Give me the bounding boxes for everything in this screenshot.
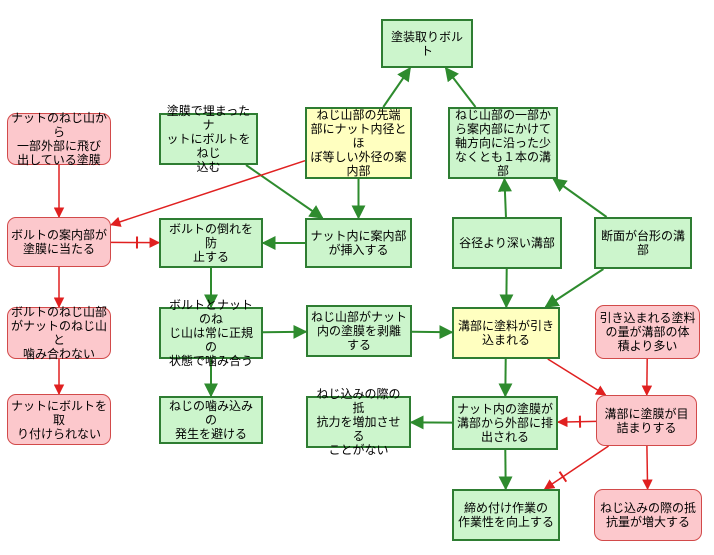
node-peel-paint: ねじ山部がナット 内の塗膜を剥離 する — [306, 305, 412, 357]
edge-paint_into_groove-to-groove_clogged — [547, 358, 607, 396]
node-tip-diameter: ねじ山部の先端 部にナット内径とほ ぼ等しい外径の案 内部 — [305, 107, 412, 179]
node-resistance-increase: ねじ込みの際の抵 抗量が増大する — [594, 489, 702, 541]
node-trapezoid-groove: 断面が台形の溝 部 — [594, 217, 692, 269]
edge-trapezoid_groove-to-axial_groove — [552, 178, 608, 218]
node-guide-inserted: ナット内に案内部 が挿入する — [305, 218, 412, 268]
edge-paint_filled_nut-to-guide_inserted — [245, 164, 324, 219]
node-deeper-groove: 谷径より深い溝部 — [452, 217, 562, 269]
edge-groove_clogged-to-resistance_increase — [642, 445, 653, 491]
node-paint-into-groove: 溝部に塗料が引き 込まれる — [452, 307, 560, 359]
edge-groove_clogged-to-paint_discharged — [556, 416, 597, 428]
edge-tip_diameter-to-paint_removal_bolt — [382, 66, 411, 108]
node-avoid-bite: ねじの噛み込みの 発生を避ける — [159, 396, 263, 444]
edge-groove_clogged-to-improve_workability — [543, 445, 610, 490]
node-no-resistance: ねじ込みの際の抵 抗力を増加させる ことがない — [306, 387, 411, 457]
node-nut-protruding-paint: ナットのねじ山から 一部外部に飛び 出している塗膜 — [7, 111, 111, 167]
node-paint-volume-large: 引き込まれる塗料 の量が溝部の体 積より多い — [595, 305, 700, 359]
edge-axial_groove-to-paint_removal_bolt — [444, 66, 477, 108]
node-prevent-tilt: ボルトの倒れを防 止する — [159, 218, 263, 268]
node-paint-discharged: ナット内の塗膜が 溝部から外部に排 出される — [452, 396, 558, 450]
edge-layer — [53, 66, 653, 491]
edge-peel_paint-to-paint_into_groove — [411, 325, 454, 340]
node-paint-filled-nut: 塗膜で埋まったナ ットにボルトをねじ 込む — [159, 104, 258, 174]
node-paint-removal-bolt: 塗装取りボルト — [381, 19, 473, 68]
node-cannot-attach: ナットにボルトを取 り付けられない — [7, 394, 111, 445]
node-threads-misalign: ボルトのねじ山部 がナットのねじ山と 噛み合わない — [7, 305, 111, 361]
node-axial-groove: ねじ山部の一部か ら案内部にかけて 軸方向に沿った少 なくとも１本の溝部 — [448, 107, 558, 179]
edge-deeper_groove-to-axial_groove — [497, 177, 512, 218]
node-guide-hits-paint: ボルトの案内部が 塗膜に当たる — [7, 217, 111, 267]
edge-normal_engagement-to-peel_paint — [262, 324, 308, 339]
inhibit-mark-groove_clogged-to-improve_workability — [558, 471, 568, 483]
node-normal-engagement: ボルトとナットのね じ山は常に正規の 状態で噛み合う — [159, 298, 263, 368]
node-improve-workability: 締め付け作業の 作業性を向上する — [452, 489, 560, 541]
edge-tip_diameter-to-guide_hits_paint — [110, 159, 306, 227]
edge-trapezoid_groove-to-paint_into_groove — [544, 268, 604, 308]
node-groove-clogged: 溝部に塗膜が目 詰まりする — [596, 395, 697, 446]
